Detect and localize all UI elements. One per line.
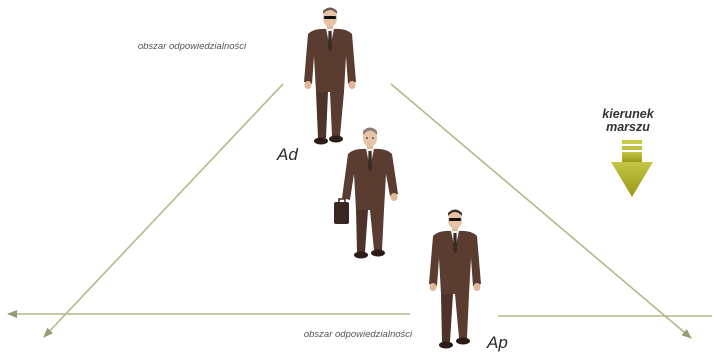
- left-diagonal-line: [44, 84, 283, 337]
- direction-arrow-icon: [611, 140, 653, 197]
- area-of-responsibility-bottom-label: obszar odpowiedzialności: [288, 330, 428, 340]
- role-ap-label: Ap: [487, 334, 527, 352]
- area-of-responsibility-top-label: obszar odpowiedzialności: [128, 42, 256, 52]
- protected-person-figure: [334, 128, 398, 259]
- direction-of-march-label: kierunek marszu: [588, 108, 668, 134]
- rear-guard-figure: [429, 210, 481, 349]
- role-ad-label: Ad: [277, 146, 317, 164]
- front-guard-figure: [304, 8, 356, 145]
